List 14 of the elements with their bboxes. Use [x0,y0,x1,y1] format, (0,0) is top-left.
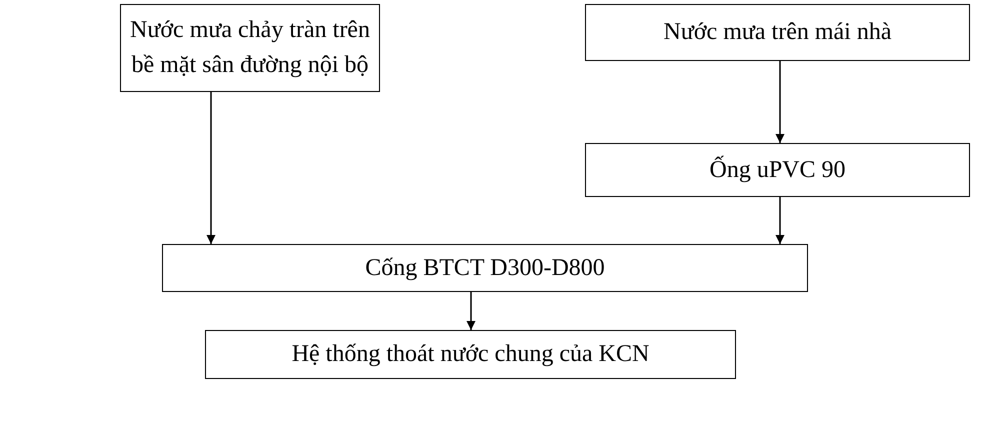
process-box [120,4,380,92]
arrow [776,197,784,244]
box-text: Nước mưa chảy tràn trên bề mặt sân đường nội bộ [129,16,371,80]
process-box [585,143,970,197]
process-box [585,4,970,61]
arrow [466,292,476,330]
arrow [776,61,784,143]
arrow [206,92,216,244]
box-text: Ống uPVC 90 [709,154,846,184]
process-box [205,330,736,379]
box-text: Hệ thống thoát nước chung của KCN [292,340,650,369]
process-box [162,244,808,292]
box-text: Nước mưa trên mái nhà [664,18,892,47]
box-text: Cống BTCT D300-D800 [365,254,605,282]
